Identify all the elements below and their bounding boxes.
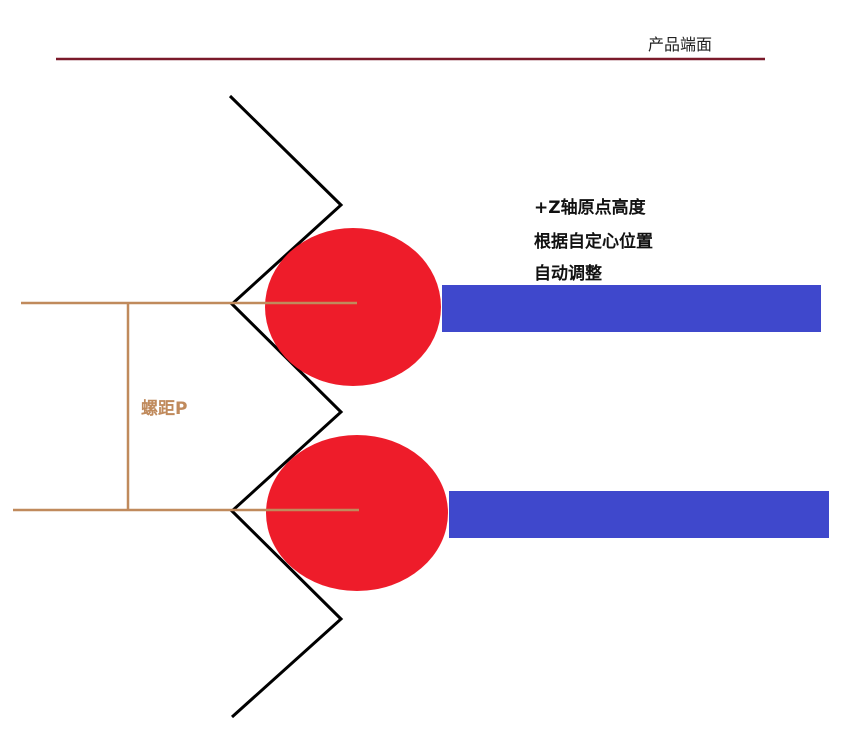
product-face-label: 产品端面: [648, 35, 713, 54]
pitch-label: 螺距P: [141, 399, 188, 419]
probe-bar-lower: [449, 491, 829, 538]
ball-lower: [266, 435, 448, 591]
probe-bar-upper: [442, 285, 821, 332]
annotation-line-1: +Z轴原点高度: [534, 198, 646, 218]
ball-upper: [265, 228, 441, 386]
annotation-line-2: 根据自定心位置: [534, 232, 653, 252]
thread-profile: [228, 94, 344, 719]
annotation-line-3: 自动调整: [534, 264, 602, 284]
